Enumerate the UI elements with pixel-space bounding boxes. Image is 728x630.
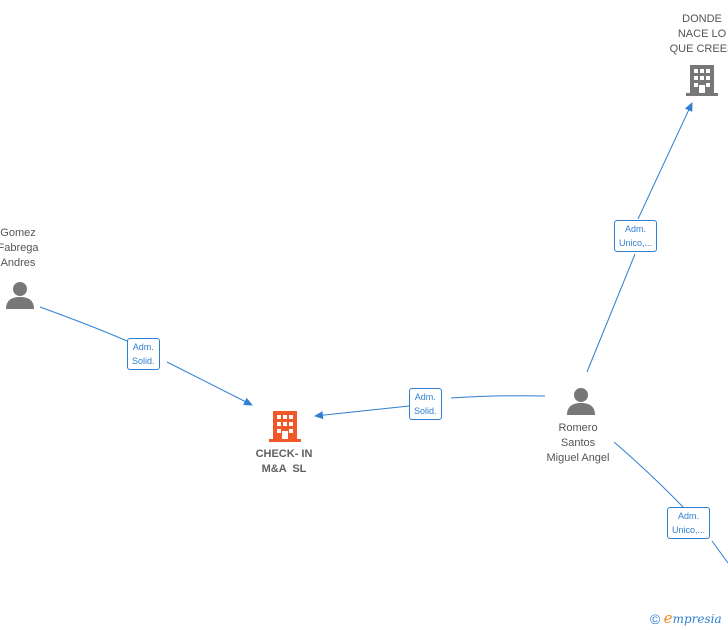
node-label-line: Gomez (0, 227, 36, 239)
node-label-line: M&A SL (261, 463, 307, 475)
node-label-line: Romero (558, 422, 598, 434)
node-label-line: Miguel Angel (546, 452, 610, 464)
brand-name: mpresia (672, 612, 722, 626)
node-label-line: QUE CREES (669, 43, 728, 55)
edge-label-gomez-check[interactable]: Adm. Solid. (127, 338, 160, 370)
edge-romero-check (315, 395, 546, 416)
edge-label-line: Solid. (132, 356, 155, 366)
person-icon[interactable] (566, 386, 596, 416)
node-label-line: Fabrega (0, 242, 39, 254)
edge-romero-offscreen (613, 441, 728, 564)
node-label-line: DONDE (682, 13, 722, 25)
node-label-check-in: CHECK- IN M&A SL (234, 447, 334, 477)
edge-label-line: Adm. (414, 392, 436, 402)
node-label-line: Santos (560, 437, 596, 449)
edge-label-romero-offscreen[interactable]: Adm. Unico,... (667, 507, 711, 539)
building-icon[interactable] (269, 409, 301, 443)
edge-label-line: Solid. (414, 406, 437, 416)
edge-label-romero-donde[interactable]: Adm. Unico,... (614, 220, 658, 252)
edge-label-line: Adm. (625, 224, 647, 234)
node-label-donde-nace: DONDE NACE LO QUE CREES (652, 12, 728, 57)
edge-label-line: Adm. (132, 342, 154, 352)
person-icon[interactable] (5, 280, 35, 310)
brand-e: e (663, 609, 673, 627)
node-label-gomez: Gomez Fabrega Andres (0, 226, 68, 271)
edge-label-line: Unico,... (672, 525, 706, 535)
edge-label-line: Unico,... (619, 238, 653, 248)
copyright-icon: © (650, 611, 661, 627)
edge-label-line: Adm. (678, 511, 700, 521)
empresia-logo: © empresia (650, 609, 722, 627)
node-label-line: NACE LO (677, 28, 727, 40)
edge-romero-donde (586, 103, 692, 373)
node-label-romero: Romero Santos Miguel Angel (528, 421, 628, 466)
edge-gomez-check (39, 306, 252, 405)
building-icon[interactable] (686, 63, 718, 97)
node-label-line: Andres (0, 257, 36, 269)
node-label-line: CHECK- IN (255, 448, 313, 460)
edge-label-romero-check[interactable]: Adm. Solid. (409, 388, 442, 420)
